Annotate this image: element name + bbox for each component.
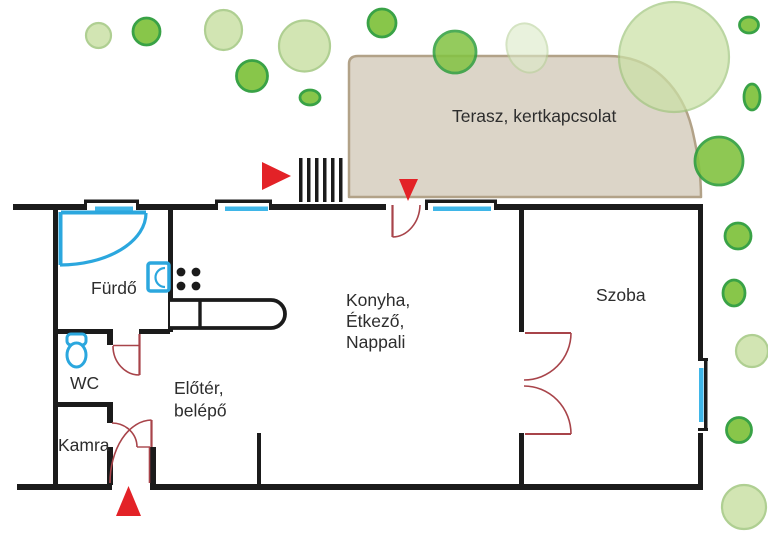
window-frame <box>425 199 497 203</box>
wall <box>17 484 112 490</box>
wall <box>519 210 524 332</box>
window-jamb <box>84 199 87 210</box>
wall <box>150 484 703 490</box>
bathroom-door <box>112 345 140 376</box>
wall <box>257 433 261 484</box>
terrace-label: Terasz, kertkapcsolat <box>452 106 617 126</box>
room-label-furdo: Fürdő <box>91 278 137 298</box>
window-jamb <box>494 199 497 210</box>
window-jamb <box>269 199 272 210</box>
tree-10 <box>738 15 760 35</box>
wall <box>497 204 703 210</box>
window-frame <box>215 199 272 203</box>
stairs-bar <box>315 158 319 202</box>
wall <box>53 329 110 334</box>
window-frame <box>704 358 708 431</box>
stairs-bar <box>331 158 335 202</box>
kitchen-counter <box>170 298 287 330</box>
tree-14 <box>721 278 747 308</box>
stairs-bar <box>339 158 343 202</box>
wall <box>13 204 84 210</box>
arrow-right-terrace <box>262 162 291 190</box>
window-glass-2 <box>433 206 491 211</box>
toilet-bowl <box>65 341 88 369</box>
tree-6 <box>366 7 398 39</box>
tree-7 <box>432 29 478 75</box>
room-label-konyha: Nappali <box>346 332 405 352</box>
window-jamb <box>425 199 428 210</box>
wall <box>519 433 524 484</box>
wall <box>107 402 113 423</box>
shower-arc <box>59 212 148 267</box>
room-label-konyha: Étkező, <box>346 311 404 331</box>
tree-8 <box>505 22 549 74</box>
window-frame <box>84 199 139 203</box>
room-label-kamra: Kamra <box>58 435 110 455</box>
stairs-bar <box>299 158 303 202</box>
window-glass-1 <box>225 206 268 211</box>
arrow-down-kitchen-door <box>399 179 418 201</box>
window-glass-room <box>699 368 704 422</box>
room-double-door-upper <box>523 332 572 381</box>
tree-13 <box>723 221 753 251</box>
wall <box>53 402 108 407</box>
stairs-bar <box>307 158 311 202</box>
wall <box>698 433 703 489</box>
tree-12 <box>693 135 745 187</box>
entrance-door <box>109 419 152 484</box>
stove-burner <box>176 281 186 291</box>
tree-17 <box>720 483 768 531</box>
kitchen-terrace-door <box>392 204 421 238</box>
arrow-up-entrance <box>116 486 141 516</box>
tree-2 <box>203 8 244 52</box>
wall <box>139 329 170 334</box>
wall <box>139 204 215 210</box>
window-glass-0 <box>95 206 133 211</box>
tree-16 <box>725 416 753 444</box>
tree-11 <box>742 82 762 112</box>
room-label-eloter: Előtér, <box>174 378 224 398</box>
room-label-eloter: belépő <box>174 401 227 421</box>
tree-5 <box>298 88 322 107</box>
stove-burner <box>176 267 186 277</box>
room-label-szoba: Szoba <box>596 285 646 305</box>
wall <box>107 447 113 485</box>
room-label-konyha: Konyha, <box>346 290 410 310</box>
room-double-door-lower <box>523 385 572 435</box>
tree-1 <box>131 16 162 47</box>
tree-9 <box>617 0 731 114</box>
wall <box>53 207 58 490</box>
wall <box>150 447 156 485</box>
stairs-bar <box>323 158 327 202</box>
tree-0 <box>84 21 113 50</box>
tree-4 <box>277 19 332 73</box>
stove-burner <box>191 267 201 277</box>
tree-15 <box>734 333 768 369</box>
wall <box>107 329 113 345</box>
wall <box>272 204 386 210</box>
window-jamb <box>215 199 218 210</box>
room-label-wc: WC <box>70 373 99 393</box>
window-jamb <box>698 358 708 361</box>
tree-3 <box>235 59 269 93</box>
window-jamb <box>136 199 139 210</box>
sink-basin <box>154 266 166 289</box>
wall <box>698 207 703 358</box>
stove-burner <box>191 281 201 291</box>
window-jamb <box>698 428 708 431</box>
